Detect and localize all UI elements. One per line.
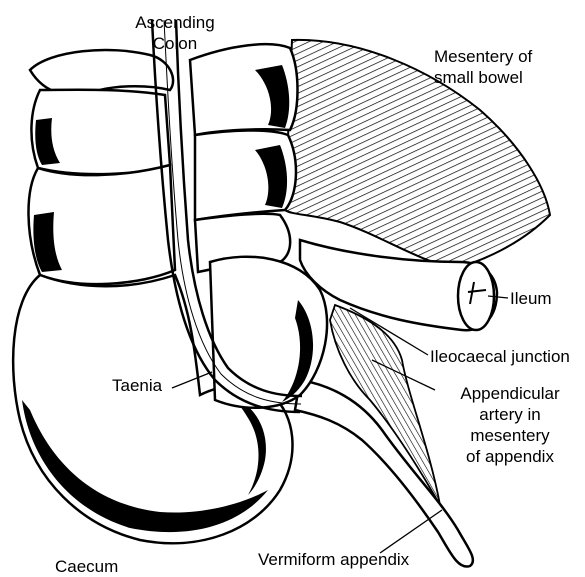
label-appendicular-artery: Appendicular artery in mesentery of appe…: [440, 383, 580, 467]
caecum-shape: [13, 257, 327, 544]
label-taenia: Taenia: [112, 375, 162, 396]
label-mesentery-line2: small bowel: [434, 67, 532, 88]
label-mesentery-line1: Mesentery of: [434, 46, 532, 67]
label-vermiform-appendix: Vermiform appendix: [258, 549, 409, 570]
label-ileum: Ileum: [510, 288, 552, 309]
label-ascending-colon-line1: Ascending: [120, 12, 230, 33]
leader-vermiform: [380, 510, 442, 553]
label-ileocaecal-junction: Ileocaecal junction: [430, 346, 570, 367]
label-appendicular-line4: of appendix: [440, 446, 580, 467]
label-ascending-colon-line2: Colon: [120, 33, 230, 54]
label-appendicular-line3: mesentery: [440, 425, 580, 446]
label-appendicular-line1: Appendicular: [440, 383, 580, 404]
label-mesentery-small-bowel: Mesentery of small bowel: [434, 46, 532, 88]
label-caecum: Caecum: [55, 556, 118, 577]
label-appendicular-line2: artery in: [440, 404, 580, 425]
ascending-colon-shape: [28, 44, 297, 284]
label-ascending-colon: Ascending Colon: [120, 12, 230, 54]
